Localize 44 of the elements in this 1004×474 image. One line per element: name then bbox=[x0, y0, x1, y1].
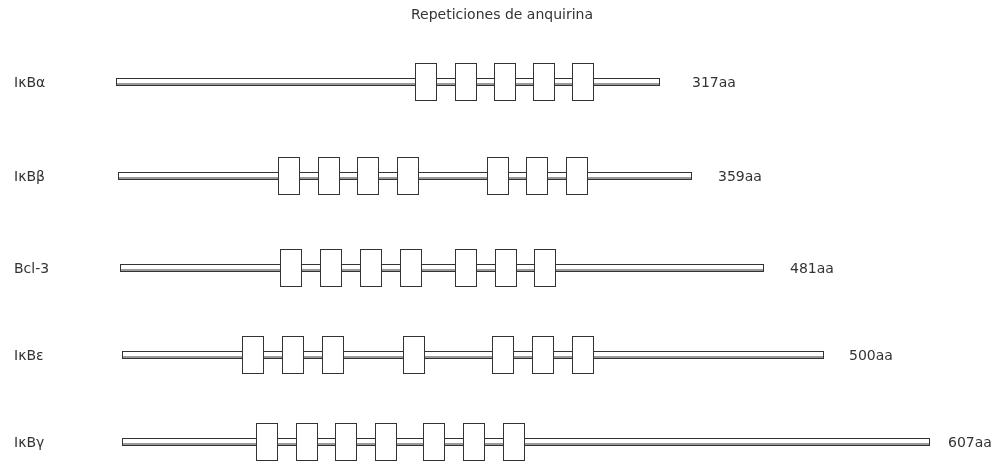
repeat-box bbox=[280, 249, 302, 287]
repeat-box bbox=[566, 157, 588, 195]
length-label: 359aa bbox=[718, 167, 762, 185]
protein-name: IκBα bbox=[14, 73, 46, 91]
repeat-box bbox=[503, 423, 525, 461]
repeat-box bbox=[526, 157, 548, 195]
protein-name: IκBε bbox=[14, 346, 44, 364]
repeat-box bbox=[360, 249, 382, 287]
repeat-box bbox=[322, 336, 344, 374]
length-label: 607aa bbox=[948, 433, 992, 451]
title: Repeticiones de anquirina bbox=[409, 6, 595, 22]
repeat-box bbox=[572, 63, 594, 101]
length-label: 317aa bbox=[692, 73, 736, 91]
repeat-box bbox=[318, 157, 340, 195]
repeat-box bbox=[357, 157, 379, 195]
repeat-box bbox=[572, 336, 594, 374]
repeat-box bbox=[278, 157, 300, 195]
repeat-box bbox=[242, 336, 264, 374]
repeat-box bbox=[494, 63, 516, 101]
repeat-box bbox=[463, 423, 485, 461]
protein-name: Bcl-3 bbox=[14, 259, 50, 277]
repeat-box bbox=[455, 63, 477, 101]
repeat-box bbox=[282, 336, 304, 374]
repeat-box bbox=[375, 423, 397, 461]
repeat-box bbox=[532, 336, 554, 374]
repeat-box bbox=[455, 249, 477, 287]
repeat-box bbox=[256, 423, 278, 461]
repeat-box bbox=[487, 157, 509, 195]
repeat-box bbox=[495, 249, 517, 287]
repeat-box bbox=[335, 423, 357, 461]
repeat-box bbox=[423, 423, 445, 461]
length-label: 481aa bbox=[790, 259, 834, 277]
repeat-box bbox=[533, 63, 555, 101]
repeat-box bbox=[415, 63, 437, 101]
repeat-box bbox=[397, 157, 419, 195]
repeat-box bbox=[534, 249, 556, 287]
length-label: 500aa bbox=[849, 346, 893, 364]
repeat-box bbox=[492, 336, 514, 374]
protein-name: IκBβ bbox=[14, 167, 45, 185]
repeat-box bbox=[403, 336, 425, 374]
repeat-box bbox=[400, 249, 422, 287]
repeat-box bbox=[296, 423, 318, 461]
repeat-box bbox=[320, 249, 342, 287]
protein-name: IκBγ bbox=[14, 433, 45, 451]
